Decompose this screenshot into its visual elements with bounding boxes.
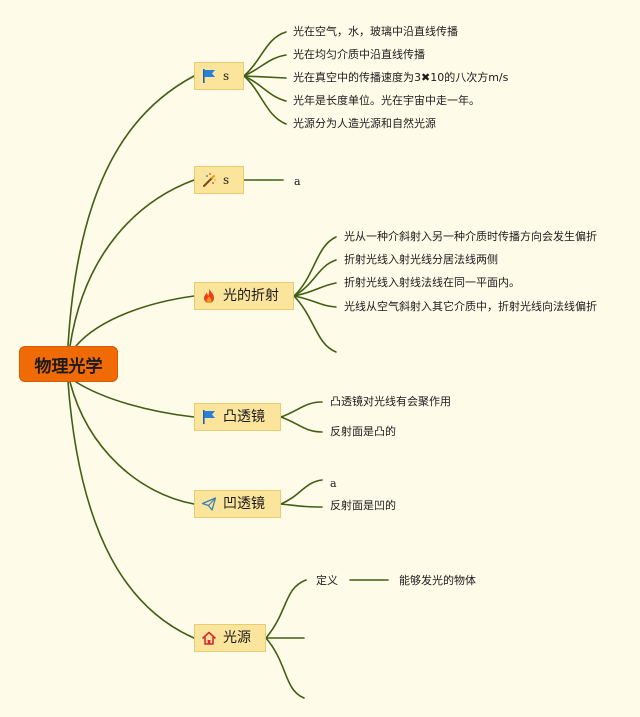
connector-root-to-refraction xyxy=(75,295,195,347)
connector-refraction-leaf-1 xyxy=(293,236,337,297)
leaf-node[interactable]: 反射面是凸的 xyxy=(330,425,396,438)
branch-node-refraction[interactable]: 光的折射 xyxy=(194,282,294,310)
branch-node-light-source[interactable]: 光源 xyxy=(194,624,266,652)
branch-node-concave-lens[interactable]: 凹透镜 xyxy=(194,490,281,518)
leaf-node[interactable]: 光年是长度单位。光在宇宙中走一年。 xyxy=(293,94,480,107)
connector-s1-leaf-2 xyxy=(243,54,287,77)
leaf-node[interactable]: 光在空气，水，玻璃中沿直线传播 xyxy=(293,25,458,38)
branch-node-label: 凹透镜 xyxy=(223,496,265,512)
connector-root-to-concave xyxy=(69,381,195,505)
branch-node-s-1[interactable]: s xyxy=(194,62,244,90)
leaf-node-definition[interactable]: 定义 xyxy=(316,574,338,587)
root-node-label: 物理光学 xyxy=(34,356,103,377)
connector-refraction-leaf-3 xyxy=(293,282,337,297)
home-icon xyxy=(201,630,217,646)
leaf-node[interactable]: a xyxy=(330,477,337,490)
blue-flag-icon xyxy=(201,409,217,425)
connector-concave-leaf-2 xyxy=(280,503,323,508)
paper-plane-icon xyxy=(201,496,217,512)
blue-flag-icon xyxy=(201,68,217,84)
connector-light-source-leaf-3 xyxy=(265,637,305,699)
leaf-node[interactable]: 反射面是凹的 xyxy=(330,499,396,512)
connector-refraction-leaf-4 xyxy=(293,295,337,308)
leaf-node[interactable]: 光在真空中的传播速度为3✖10的八次方m/s xyxy=(293,71,509,84)
branch-node-s-2[interactable]: s xyxy=(194,166,244,194)
connector-root-to-s1 xyxy=(67,75,195,347)
connector-refraction-leaf-5 xyxy=(293,295,337,353)
connector-root-to-s2 xyxy=(69,179,195,347)
branch-node-label: 光的折射 xyxy=(223,288,279,304)
leaf-node[interactable]: 折射光线入射光线分居法线两侧 xyxy=(344,253,498,266)
leaf-node[interactable]: 光源分为人造光源和自然光源 xyxy=(293,117,436,130)
connector-root-to-light-source xyxy=(67,381,195,639)
magic-wand-icon xyxy=(201,172,217,188)
branch-node-label: 凸透镜 xyxy=(223,409,265,425)
leaf-node[interactable]: a xyxy=(294,175,301,188)
branch-node-label: s xyxy=(223,173,230,187)
connector-light-source-leaf-1 xyxy=(265,579,307,639)
branch-node-label: s xyxy=(223,69,230,83)
branch-node-convex-lens[interactable]: 凸透镜 xyxy=(194,403,281,431)
branch-node-label: 光源 xyxy=(223,630,251,646)
connector-convex-leaf-1 xyxy=(280,401,323,418)
connector-concave-leaf-1 xyxy=(280,479,323,505)
connector-convex-leaf-2 xyxy=(280,416,323,433)
connector-refraction-leaf-2 xyxy=(293,259,337,297)
leaf-node[interactable]: 光从一种介斜射入另一种介质时传播方向会发生偏折 xyxy=(344,230,597,243)
root-node[interactable]: 物理光学 xyxy=(19,346,118,382)
leaf-node[interactable]: 光在均匀介质中沿直线传播 xyxy=(293,48,425,61)
fire-icon xyxy=(201,288,217,304)
leaf-node[interactable]: 凸透镜对光线有会聚作用 xyxy=(330,395,451,408)
connector-s1-leaf-1 xyxy=(243,31,287,77)
leaf-node[interactable]: 折射光线入射线法线在同一平面内。 xyxy=(344,276,520,289)
leaf-node[interactable]: 光线从空气斜射入其它介质中，折射光线向法线偏折 xyxy=(344,300,597,313)
connector-s1-leaf-4 xyxy=(243,75,287,102)
connector-root-to-convex xyxy=(75,381,195,418)
sub-leaf-node-definition-value[interactable]: 能够发光的物体 xyxy=(399,574,476,587)
connector-s1-leaf-3 xyxy=(243,75,287,79)
connector-s1-leaf-5 xyxy=(243,75,287,125)
